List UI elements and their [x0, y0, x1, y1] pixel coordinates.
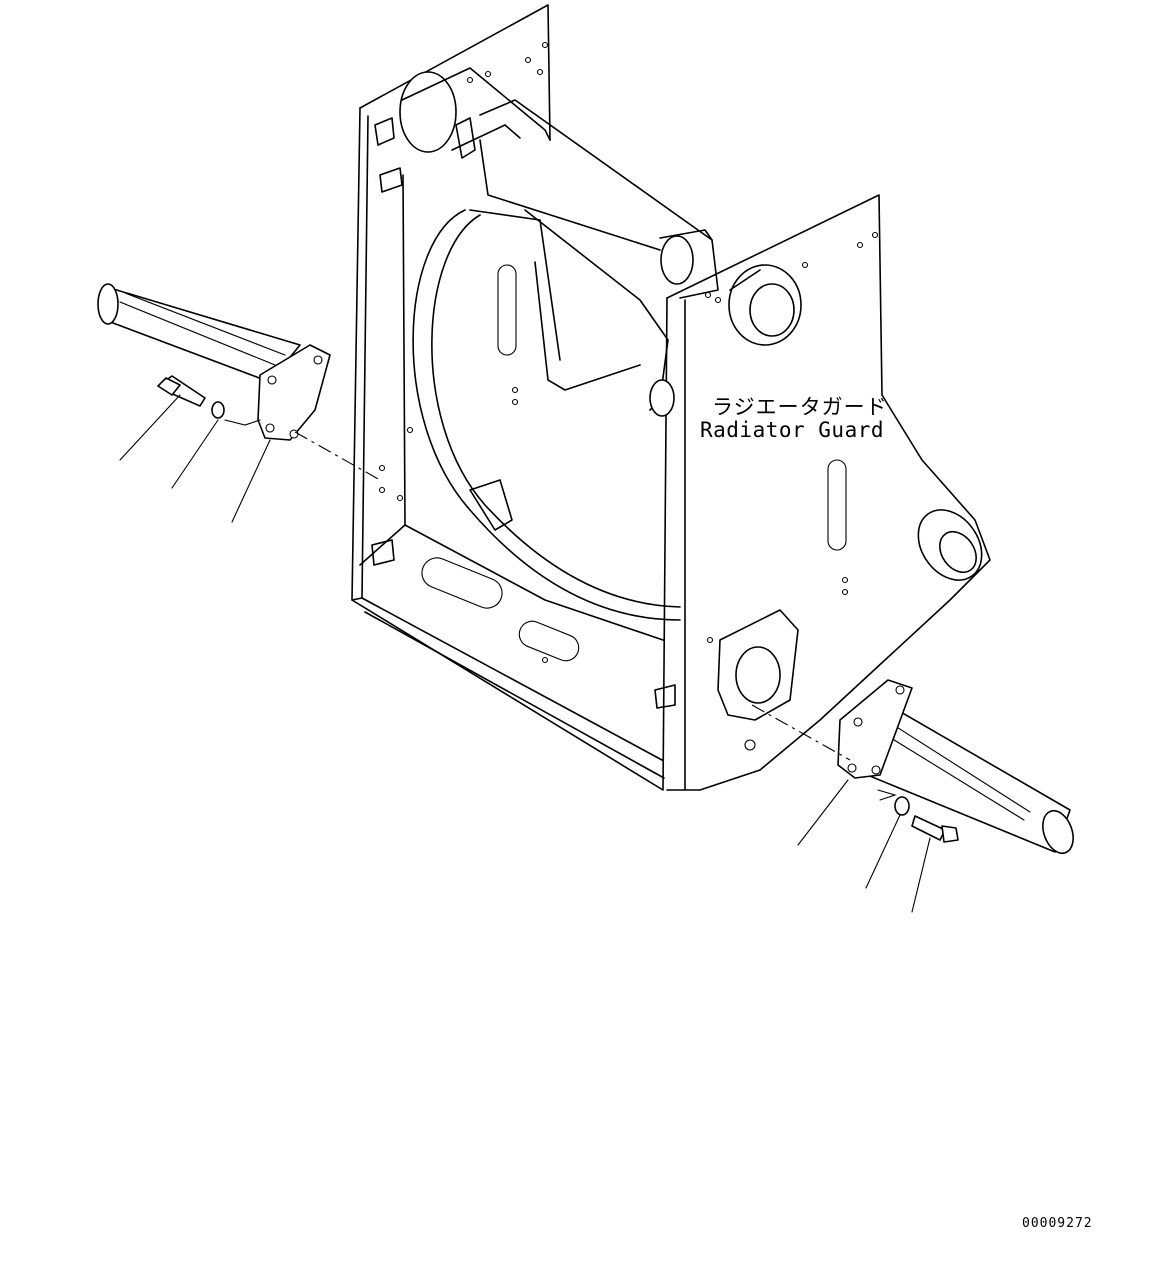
top-tube-end [399, 71, 457, 153]
slot-bottom-right [518, 620, 580, 662]
right-washer-leader [865, 814, 901, 889]
label-japanese: ラジエータガード [712, 395, 888, 419]
right-bolt-leader [911, 837, 931, 913]
left-guard-leader [231, 439, 271, 523]
left-bolt-leader [119, 394, 181, 461]
radiator-guard-frame [351, 4, 991, 791]
slot-bottom-left [421, 557, 503, 609]
slot-upper [497, 264, 517, 356]
right-guard-arm-assembly [751, 679, 1074, 913]
left-washer-leader [171, 419, 219, 489]
slot-right [827, 459, 847, 551]
drawing-number: 00009272 [1022, 1216, 1093, 1231]
right-bolt [911, 815, 946, 841]
label-english: Radiator Guard [700, 418, 885, 442]
cross-tube-end [660, 235, 694, 285]
left-guard-flange [257, 344, 331, 441]
left-washer [211, 401, 225, 419]
right-washer [894, 796, 910, 816]
brace-end [649, 379, 675, 417]
left-guard-arm-assembly [97, 283, 381, 523]
right-guard-leader [797, 779, 849, 846]
right-guard-flange [837, 679, 913, 779]
